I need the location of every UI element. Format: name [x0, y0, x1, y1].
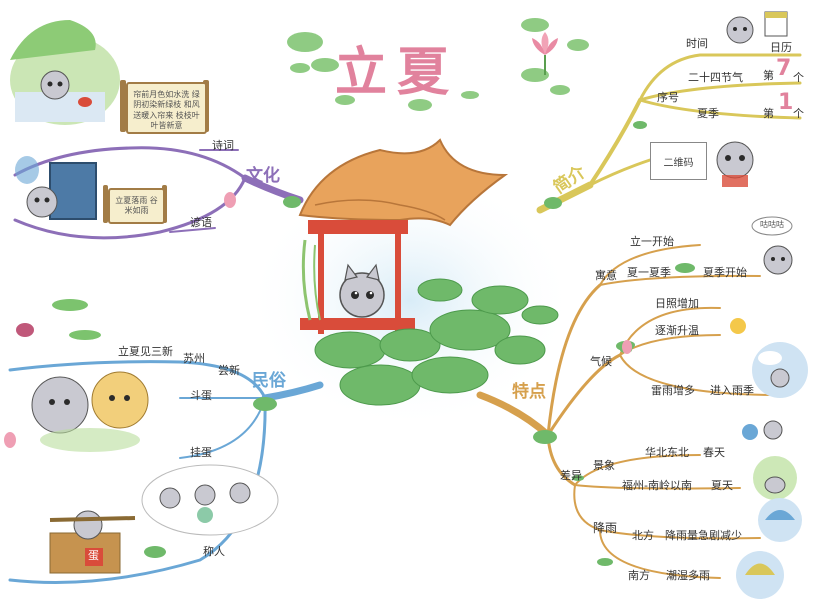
- poem-scroll: 帘前月色如水洗 绿阴初染新绿枝 和风送暖入帘来 枝枝叶叶皆新意: [126, 82, 207, 134]
- picnic-scene: [10, 20, 120, 125]
- proverb-scroll: 立夏落雨 谷米如雨: [108, 188, 165, 224]
- customs-weigh: 称人: [203, 546, 225, 557]
- branch-features-label: 特点: [512, 384, 546, 401]
- intro-solar-term-label: 二十四节气: [688, 72, 743, 83]
- customs-basket-label: 蛋: [88, 550, 99, 561]
- peas-leaves: [16, 299, 101, 340]
- qr-code-box[interactable]: 二维码: [650, 142, 707, 180]
- scenery-circle: [753, 456, 797, 500]
- cat-in-pavilion: [340, 265, 384, 317]
- rain-umbrella-scene: [736, 551, 784, 599]
- weighing-basket: [50, 511, 135, 573]
- intro-time-label: 时间: [686, 38, 708, 49]
- features-climate-4: 进入雨季: [710, 385, 754, 396]
- features-climate-3: 雷雨增多: [651, 385, 695, 396]
- customs-suzhou-city: 苏州: [183, 353, 205, 364]
- intro-order-label: 序号: [657, 92, 679, 103]
- page-title: 立夏: [335, 30, 459, 105]
- beach-ball-cat: [742, 421, 782, 440]
- features-scenery-1a: 华北东北: [645, 447, 689, 458]
- rain-scene: [752, 342, 808, 398]
- features-climate-2: 逐渐升温: [655, 325, 699, 336]
- features-scenery-label: 景象: [593, 460, 615, 471]
- intro-summer-label: 夏季: [697, 108, 719, 119]
- features-climate-label: 气候: [590, 356, 612, 367]
- features-rain-2a: 南方: [628, 570, 650, 581]
- customs-suzhou-new: 尝新: [218, 365, 240, 376]
- features-rain-1b: 降雨量急剧减少: [665, 530, 742, 541]
- intro-summer-unit: 个: [793, 108, 804, 119]
- intro-term-unit: 个: [793, 72, 804, 83]
- features-difference-label: 差异: [560, 470, 582, 481]
- intro-cat-calendar: [727, 12, 787, 43]
- intro-branch-lines: [540, 55, 800, 210]
- culture-poem-label: 诗词: [212, 140, 234, 151]
- customs-egg-hang: 挂蛋: [190, 447, 212, 458]
- features-meaning-1: 立一开始: [630, 236, 674, 247]
- intro-term-ordinal-prefix: 第: [763, 70, 774, 81]
- egg-fight-cats: [32, 372, 148, 452]
- culture-proverb-label: 谚语: [190, 217, 212, 228]
- intro-summer-number: 1: [778, 92, 793, 114]
- features-scenery-1b: 春天: [703, 447, 725, 458]
- sun-icon: [730, 318, 746, 334]
- features-meaning-label: 寓意: [595, 270, 617, 281]
- features-scenery-2a: 福州-南岭以南: [622, 480, 692, 491]
- intro-calendar-label: 日历: [770, 42, 792, 53]
- features-rain-1a: 北方: [632, 530, 654, 541]
- intro-term-number: 7: [776, 58, 791, 80]
- umbrella-scene: [758, 498, 802, 542]
- branch-culture-label: 文化: [246, 168, 280, 185]
- customs-egg-fight: 斗蛋: [190, 390, 212, 401]
- customs-suzhou-line: 立夏见三新: [118, 346, 173, 357]
- features-rain-label: 降雨: [593, 522, 617, 534]
- features-meaning-2: 夏一夏季: [627, 267, 671, 278]
- window-cat-scene: [15, 156, 96, 219]
- features-rain-2b: 潮湿多雨: [666, 570, 710, 581]
- intro-cat-qr: [717, 142, 753, 187]
- weighing-bubble: [142, 465, 278, 535]
- branch-customs-label: 民俗: [252, 373, 286, 390]
- intro-summer-ordinal-prefix: 第: [763, 108, 774, 119]
- features-climate-1: 日照增加: [655, 298, 699, 309]
- features-meaning-3: 夏季开始: [703, 267, 747, 278]
- features-scenery-2b: 夏天: [711, 480, 733, 491]
- features-cat-speech: 咕咕咕: [760, 221, 784, 229]
